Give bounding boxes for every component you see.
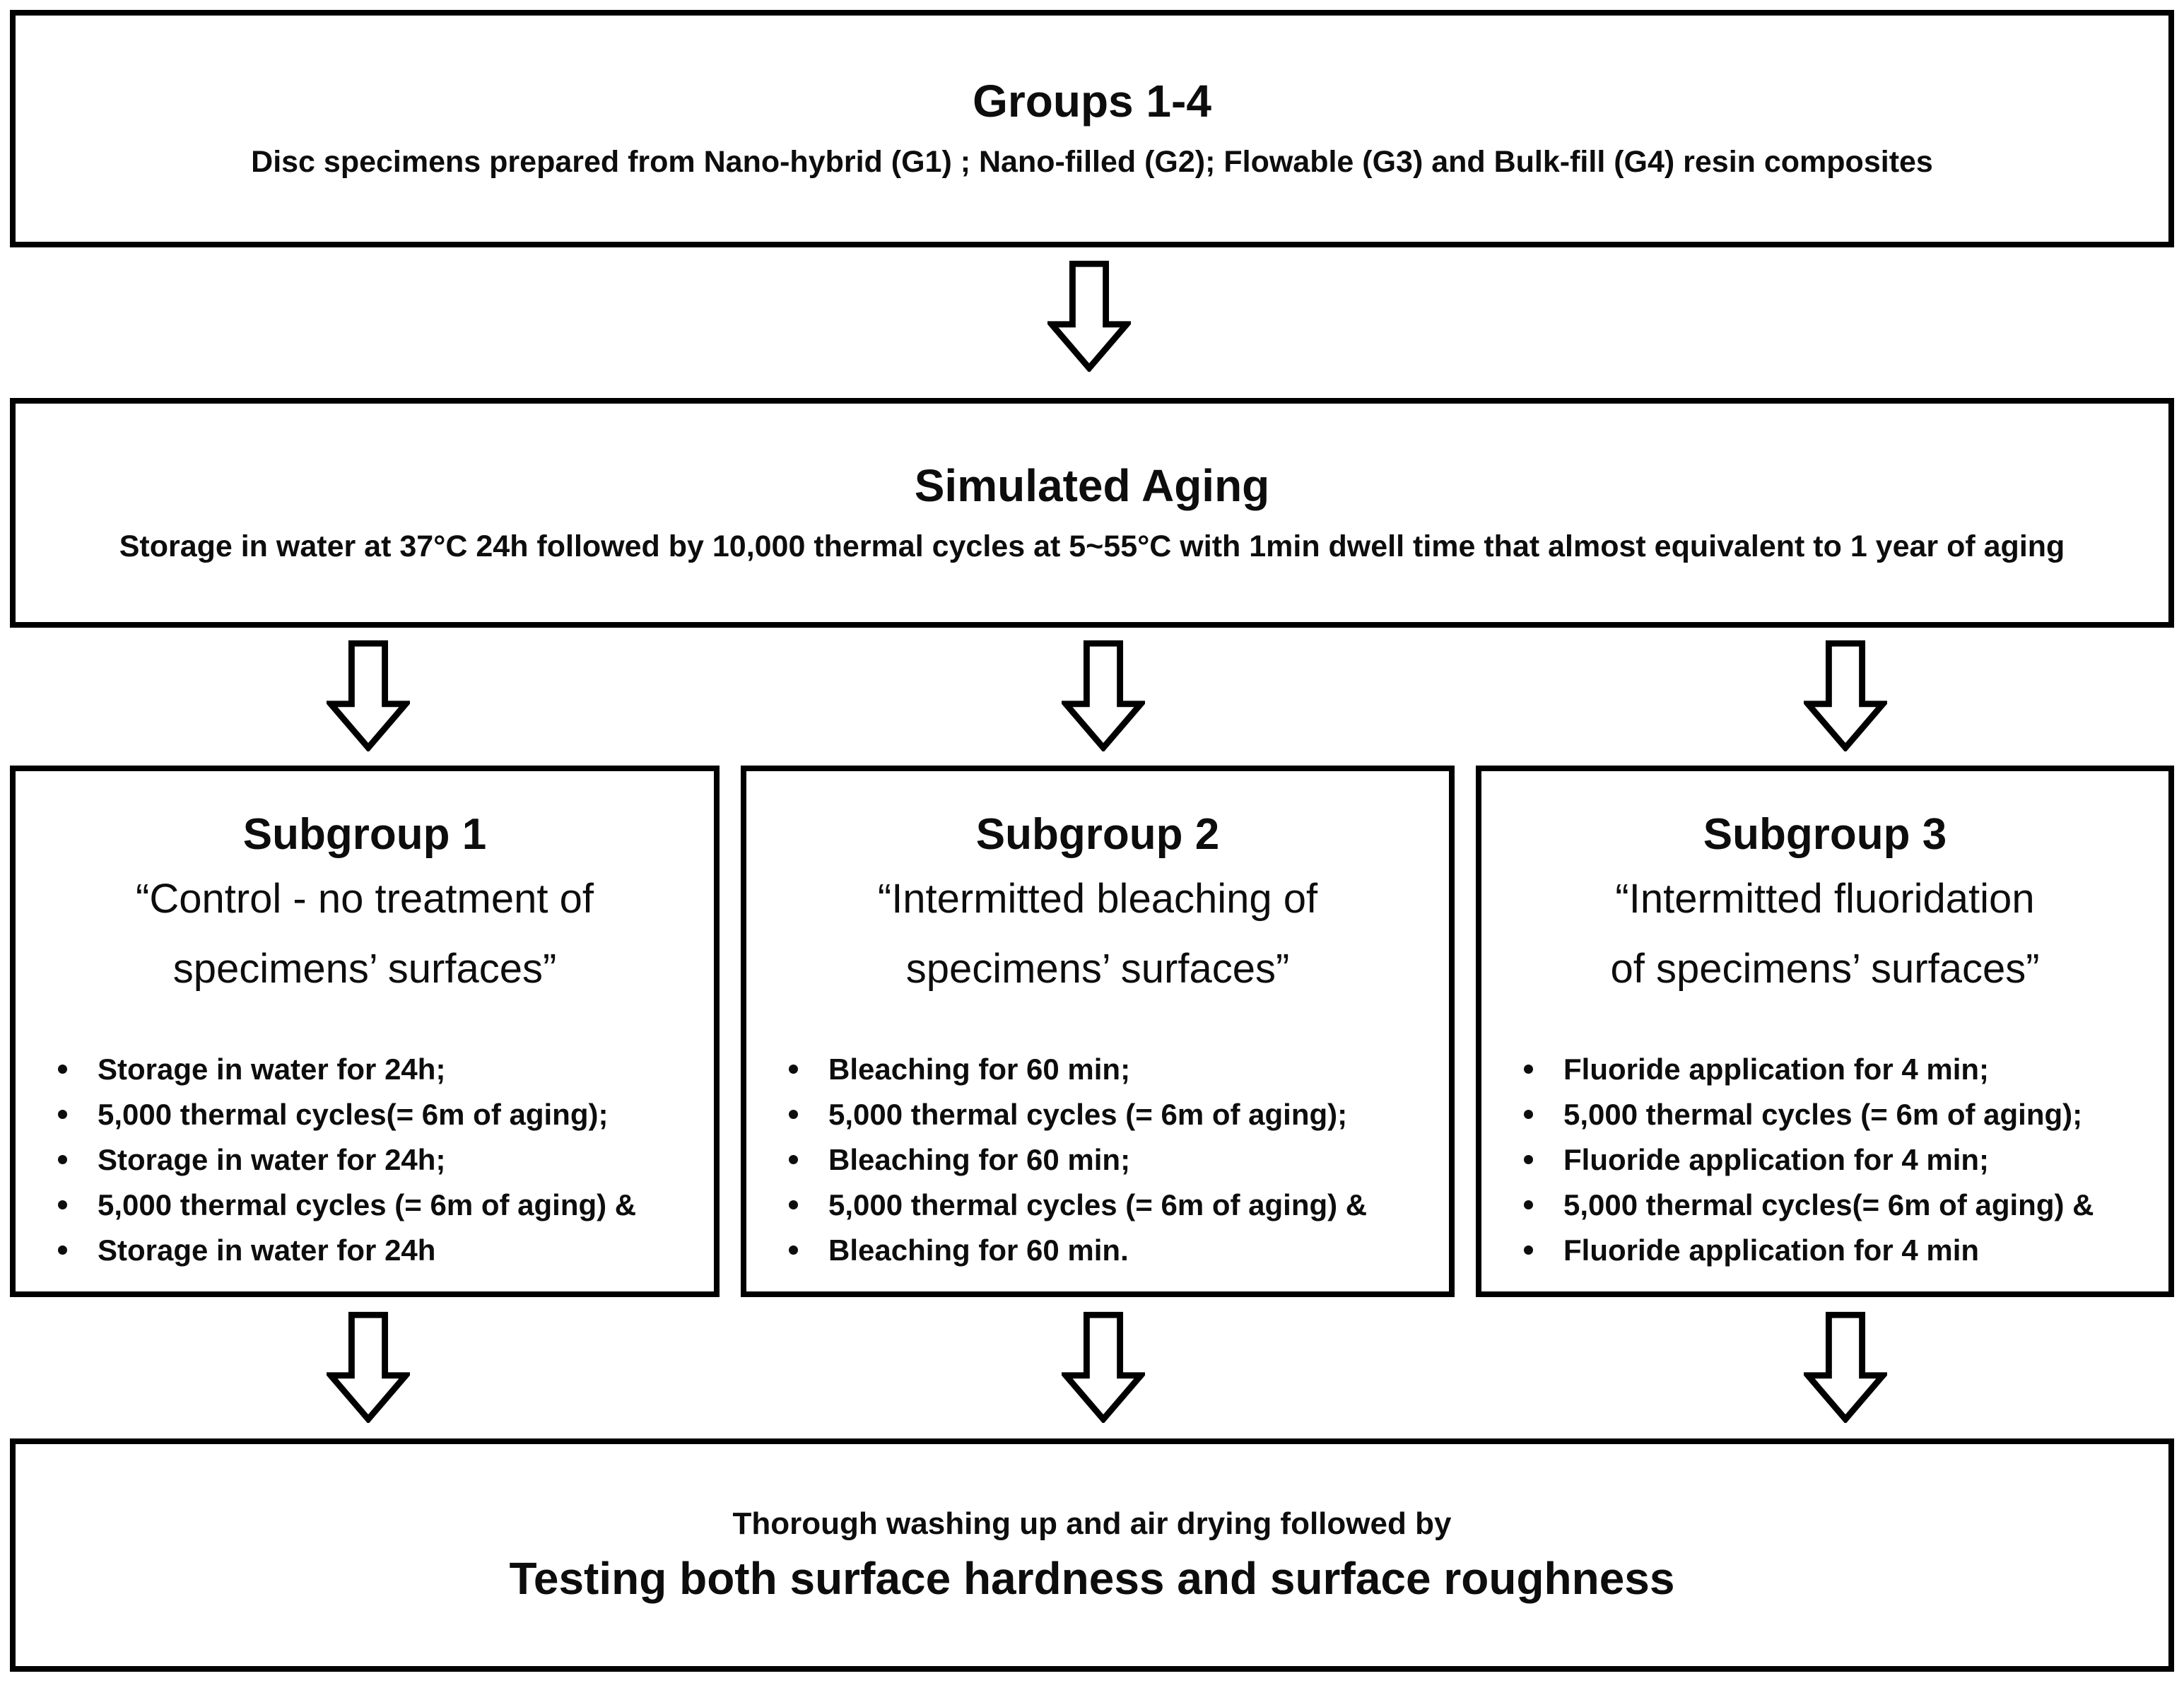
bullet-text: 5,000 thermal cycles (= 6m of aging) & xyxy=(98,1188,637,1221)
down-arrow-icon xyxy=(1047,260,1131,372)
list-item: 5,000 thermal cycles(= 6m of aging); xyxy=(21,1092,708,1137)
list-item: Fluoride application for 4 min; xyxy=(1487,1047,2163,1092)
list-item: Storage in water for 24h xyxy=(21,1228,708,1273)
bullet-icon xyxy=(1524,1200,1533,1209)
bullet-icon xyxy=(789,1245,798,1255)
subgroup-2-quote: “Intermitted bleaching of specimens’ sur… xyxy=(877,876,1318,992)
subgroup-3-box: Subgroup 3 “Intermitted fluoridation of … xyxy=(1476,766,2174,1297)
down-arrow-icon xyxy=(327,640,410,751)
bullet-text: Bleaching for 60 min; xyxy=(828,1142,1131,1176)
simulated-aging-subtitle: Storage in water at 37°C 24h followed by… xyxy=(119,529,2065,563)
down-arrow-icon xyxy=(1062,640,1145,751)
testing-box: Thorough washing up and air drying follo… xyxy=(10,1438,2174,1672)
bullet-text: 5,000 thermal cycles(= 6m of aging) & xyxy=(1563,1188,2094,1221)
down-arrow-icon xyxy=(327,1311,410,1423)
list-item: 5,000 thermal cycles (= 6m of aging) & xyxy=(21,1183,708,1228)
bullet-icon xyxy=(789,1154,798,1164)
subgroup-1-title: Subgroup 1 xyxy=(242,810,487,859)
bullet-icon xyxy=(58,1200,67,1209)
list-item: Fluoride application for 4 min; xyxy=(1487,1137,2163,1183)
bullet-text: Bleaching for 60 min. xyxy=(828,1233,1129,1267)
bullet-text: Fluoride application for 4 min xyxy=(1563,1233,1980,1267)
bullet-icon xyxy=(1524,1245,1533,1255)
bullet-icon xyxy=(58,1064,67,1074)
list-item: 5,000 thermal cycles (= 6m of aging) & xyxy=(752,1183,1443,1228)
down-arrow-icon xyxy=(1804,1311,1887,1423)
simulated-aging-box: Simulated Aging Storage in water at 37°C… xyxy=(10,398,2174,628)
bullet-icon xyxy=(789,1200,798,1209)
subgroup-1-quote: “Control - no treatment of specimens’ su… xyxy=(136,876,594,992)
list-item: 5,000 thermal cycles (= 6m of aging); xyxy=(752,1092,1443,1137)
bullet-text: Bleaching for 60 min; xyxy=(828,1052,1131,1086)
list-item: 5,000 thermal cycles(= 6m of aging) & xyxy=(1487,1183,2163,1228)
bullet-text: 5,000 thermal cycles(= 6m of aging); xyxy=(98,1097,609,1131)
testing-title: Testing both surface hardness and surfac… xyxy=(509,1553,1675,1605)
list-item: Storage in water for 24h; xyxy=(21,1137,708,1183)
subgroup-2-bullets: Bleaching for 60 min; 5,000 thermal cycl… xyxy=(752,1047,1443,1273)
subgroup-3-quote: “Intermitted fluoridation of specimens’ … xyxy=(1610,876,2040,992)
list-item: Bleaching for 60 min; xyxy=(752,1137,1443,1183)
bullet-icon xyxy=(1524,1154,1533,1164)
bullet-icon xyxy=(1524,1064,1533,1074)
list-item: Storage in water for 24h; xyxy=(21,1047,708,1092)
bullet-text: 5,000 thermal cycles (= 6m of aging); xyxy=(1563,1097,2083,1131)
list-item: Bleaching for 60 min. xyxy=(752,1228,1443,1273)
bullet-icon xyxy=(1524,1109,1533,1119)
bullet-text: Storage in water for 24h; xyxy=(98,1052,446,1086)
bullet-text: Storage in water for 24h; xyxy=(98,1142,446,1176)
bullet-text: 5,000 thermal cycles (= 6m of aging) & xyxy=(828,1188,1368,1221)
bullet-icon xyxy=(789,1109,798,1119)
bullet-icon xyxy=(58,1245,67,1255)
groups-title: Groups 1-4 xyxy=(973,76,1211,127)
list-item: 5,000 thermal cycles (= 6m of aging); xyxy=(1487,1092,2163,1137)
bullet-text: Fluoride application for 4 min; xyxy=(1563,1052,1990,1086)
bullet-text: Storage in water for 24h xyxy=(98,1233,436,1267)
subgroup-2-box: Subgroup 2 “Intermitted bleaching of spe… xyxy=(741,766,1455,1297)
groups-subtitle: Disc specimens prepared from Nano-hybrid… xyxy=(251,145,1933,180)
subgroup-3-title: Subgroup 3 xyxy=(1703,810,1947,859)
subgroup-1-box: Subgroup 1 “Control - no treatment of sp… xyxy=(10,766,720,1297)
testing-intro: Thorough washing up and air drying follo… xyxy=(732,1506,1452,1542)
down-arrow-icon xyxy=(1804,640,1887,751)
list-item: Bleaching for 60 min; xyxy=(752,1047,1443,1092)
bullet-icon xyxy=(789,1064,798,1074)
bullet-icon xyxy=(58,1154,67,1164)
simulated-aging-title: Simulated Aging xyxy=(914,459,1270,511)
bullet-text: Fluoride application for 4 min; xyxy=(1563,1142,1990,1176)
bullet-text: 5,000 thermal cycles (= 6m of aging); xyxy=(828,1097,1348,1131)
subgroup-1-bullets: Storage in water for 24h; 5,000 thermal … xyxy=(21,1047,708,1273)
bullet-icon xyxy=(58,1109,67,1119)
subgroup-3-bullets: Fluoride application for 4 min; 5,000 th… xyxy=(1487,1047,2163,1273)
groups-box: Groups 1-4 Disc specimens prepared from … xyxy=(10,10,2174,247)
list-item: Fluoride application for 4 min xyxy=(1487,1228,2163,1273)
down-arrow-icon xyxy=(1062,1311,1145,1423)
subgroup-2-title: Subgroup 2 xyxy=(975,810,1220,859)
